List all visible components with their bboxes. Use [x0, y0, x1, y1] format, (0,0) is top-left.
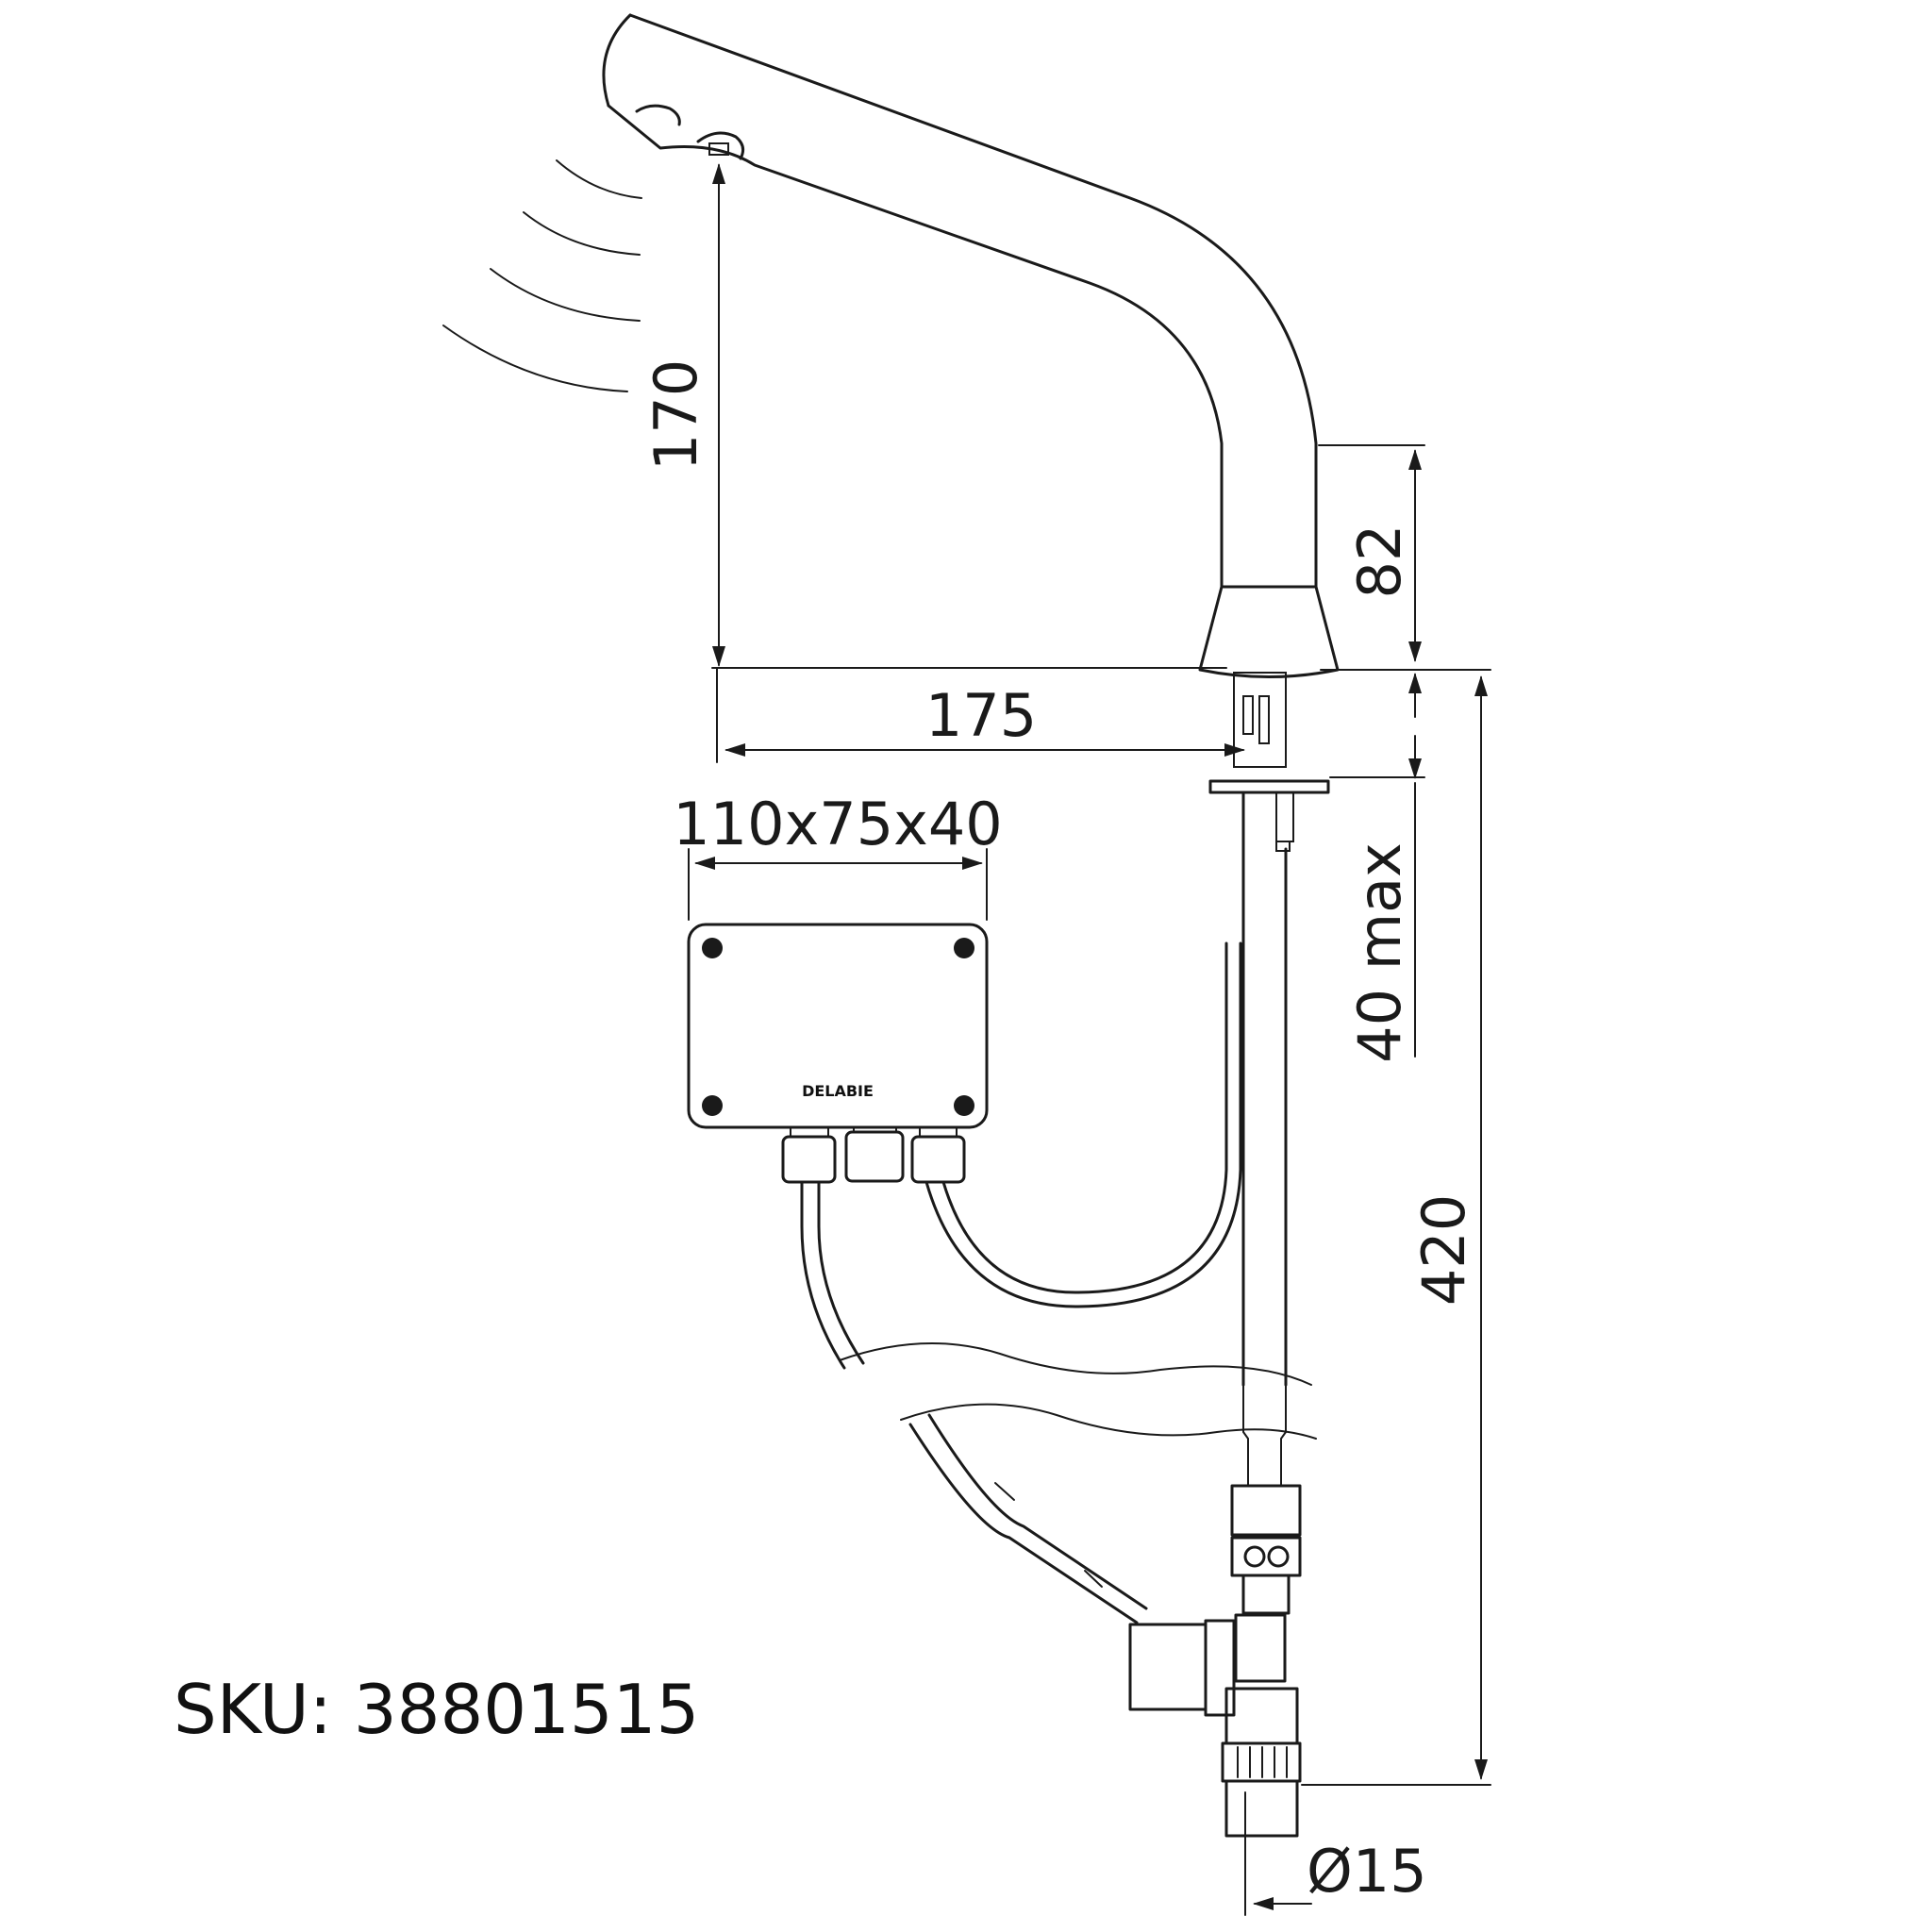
dim-total-height: 420 — [1409, 1194, 1478, 1306]
sensor-waves — [442, 159, 642, 392]
dim-deck-thickness: 40 max — [1345, 842, 1414, 1063]
cables — [800, 941, 1242, 1624]
sku-label: SKU: 38801515 — [174, 1670, 700, 1749]
dim-spout-reach: 175 — [925, 681, 1037, 750]
dimension-lines — [688, 163, 1491, 1916]
electronic-box: DELABIE — [687, 923, 989, 1184]
dim-connection-diameter: Ø15 — [1307, 1837, 1427, 1906]
faucet-base — [1198, 585, 1340, 852]
dim-box-size: 110x75x40 — [673, 790, 1003, 858]
water-hose — [1241, 791, 1288, 1487]
solenoid-valve — [1128, 1484, 1302, 1838]
dim-body-height: 82 — [1345, 525, 1414, 599]
faucet-spout — [602, 13, 1318, 589]
box-brand: DELABIE — [802, 1082, 874, 1100]
dim-outlet-height: 170 — [641, 359, 710, 471]
break-lines — [839, 1342, 1317, 1440]
